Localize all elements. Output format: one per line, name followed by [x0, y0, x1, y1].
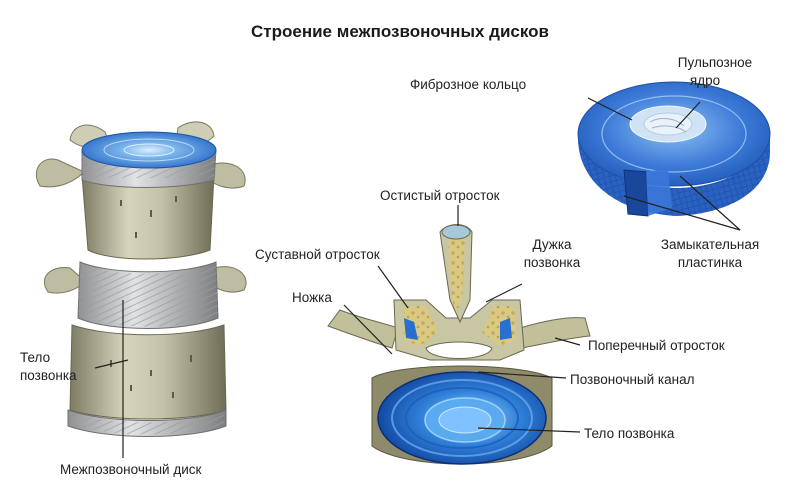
- label-arch-line1: Дужка: [502, 236, 602, 253]
- label-intervertebral-disc: Межпозвоночный диск: [60, 461, 201, 478]
- label-endplate-line1: Замыкательная: [640, 236, 780, 253]
- page-title: Строение межпозвоночных дисков: [0, 22, 800, 42]
- label-fibrous-ring: Фиброзное кольцо: [410, 76, 526, 93]
- label-articular-process: Суставной отросток: [255, 246, 380, 263]
- spine-column-illustration: [36, 122, 246, 458]
- disc-3d-illustration: [578, 82, 770, 230]
- label-endplate-line2: пластинка: [640, 254, 780, 271]
- label-pedicle: Ножка: [292, 289, 332, 306]
- label-vertebral-body-left-line1: Тело: [20, 349, 50, 366]
- leader-articular: [378, 266, 408, 308]
- label-vertebral-body-left-line2: позвонка: [20, 367, 77, 384]
- label-nucleus-line1: Пульпозное: [660, 54, 770, 71]
- leader-arch: [486, 284, 522, 302]
- label-transverse-process: Поперечный отросток: [588, 337, 725, 354]
- label-vertebral-body-right: Тело позвонка: [584, 425, 674, 442]
- label-spinous-process: Остистый отросток: [380, 187, 500, 204]
- label-arch-line2: позвонка: [502, 254, 602, 271]
- label-nucleus-line2: ядро: [660, 72, 750, 89]
- label-spinal-canal: Позвоночный канал: [570, 371, 694, 388]
